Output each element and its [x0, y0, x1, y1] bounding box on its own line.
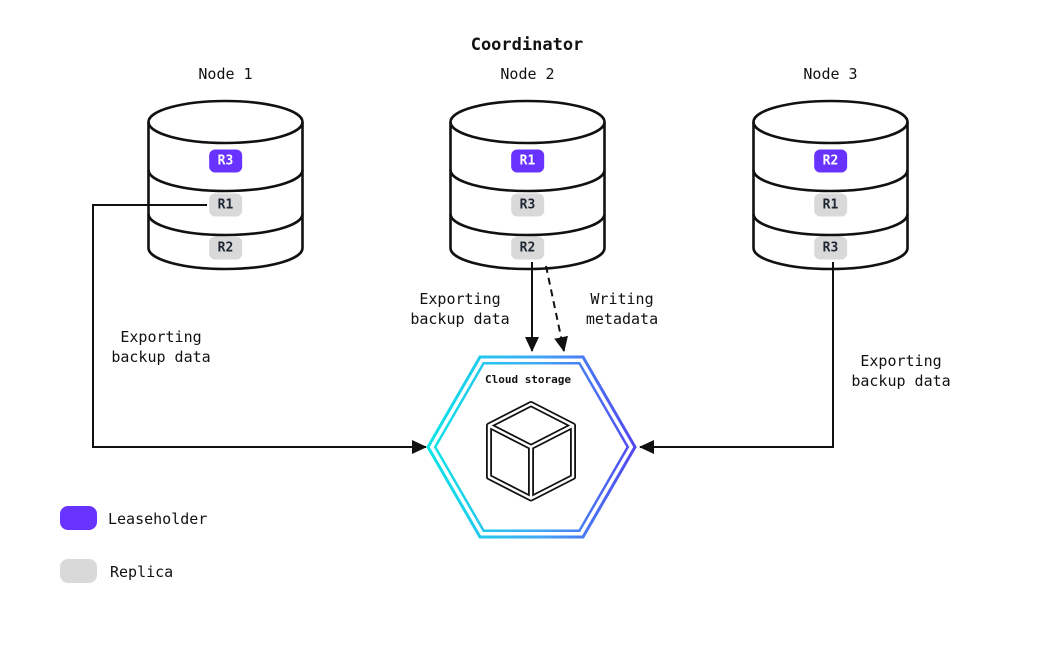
- node3-replica-badge: R3: [813, 236, 848, 260]
- cloud-storage-label: Cloud storage: [484, 373, 572, 386]
- edge-label-node3-export: Exporting backup data: [851, 351, 950, 391]
- edge-label-line: metadata: [585, 310, 659, 328]
- legend-replica-label: Replica: [110, 563, 174, 581]
- edge-label-line: backup data: [111, 348, 211, 366]
- edge-label-node1-export: Exporting backup data: [111, 327, 210, 367]
- edge-label-line: backup data: [410, 310, 510, 328]
- node2-replica-badge: R3: [510, 193, 545, 217]
- diagram-title: Coordinator: [470, 35, 584, 55]
- node1-replica-badge: R1: [208, 193, 243, 217]
- node3-replica-badge-leaseholder: R2: [813, 149, 848, 173]
- edge-label-line: Exporting: [419, 290, 501, 308]
- node3-label: Node 3: [803, 65, 858, 83]
- node2-label: Node 2: [500, 65, 555, 83]
- edge-label-node2-metadata: Writing metadata: [586, 289, 658, 329]
- edge-node1-export-arrow: [92, 204, 427, 454]
- node3-replica-badge: R1: [813, 193, 848, 217]
- node2-replica-badge: R2: [510, 236, 545, 260]
- edge-label-line: Exporting: [860, 352, 942, 370]
- legend-replica-swatch: [60, 559, 97, 583]
- cube-icon: [486, 401, 576, 502]
- node2-replica-badge-leaseholder: R1: [510, 149, 545, 173]
- edge-label-line: Exporting: [120, 328, 202, 346]
- legend-leaseholder-swatch: [60, 506, 97, 530]
- edge-label-line: Writing: [590, 290, 654, 308]
- edge-label-node2-export: Exporting backup data: [410, 289, 509, 329]
- node1-replica-badge: R2: [208, 236, 243, 260]
- node1-replica-badge-leaseholder: R3: [208, 149, 243, 173]
- legend-leaseholder-label: Leaseholder: [108, 510, 208, 528]
- node1-label: Node 1: [198, 65, 253, 83]
- edge-node2-metadata-arrow: [545, 265, 568, 352]
- edge-node3-export-arrow: [639, 262, 834, 454]
- edge-label-line: backup data: [851, 372, 951, 390]
